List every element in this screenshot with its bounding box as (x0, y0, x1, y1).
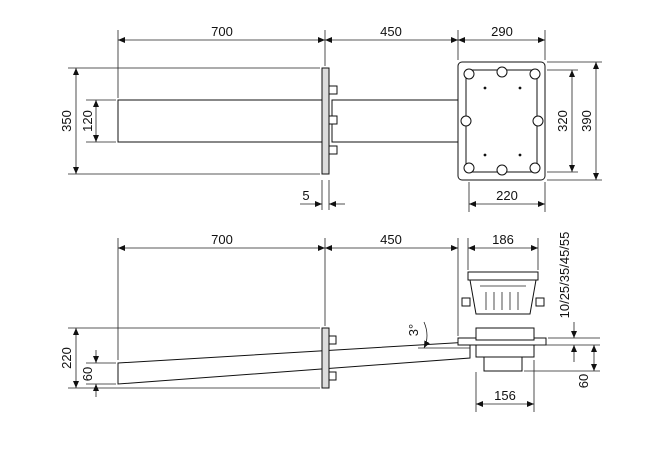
side-dim-angle: 3° (406, 324, 421, 336)
top-flange (321, 67, 330, 175)
top-dim-700: 700 (211, 24, 233, 39)
side-dim-60-right: 60 (576, 374, 591, 388)
top-dim-120: 120 (80, 110, 95, 132)
side-dim-60-left: 60 (80, 367, 95, 381)
side-drain-outlet (483, 356, 523, 372)
side-drain-body (475, 344, 535, 358)
side-flange (321, 327, 330, 389)
side-grating-detail (461, 271, 545, 315)
top-dim-5: 5 (302, 188, 309, 203)
side-dim-height-options: 10/25/35/45/55 (557, 232, 572, 319)
side-drain-top (475, 327, 535, 341)
top-view: 700 450 290 350 120 320 390 5 (59, 24, 602, 212)
side-dim-220: 220 (59, 347, 74, 369)
side-view: 700 450 186 10/25/35/45/55 60 3° 220 (59, 232, 600, 412)
side-dim-700: 700 (211, 232, 233, 247)
top-flange-bolts (328, 85, 338, 155)
top-pipe-extension (331, 99, 463, 143)
top-dim-220: 220 (496, 188, 518, 203)
side-dim-450: 450 (380, 232, 402, 247)
side-dim-156: 156 (494, 388, 516, 403)
top-dim-290: 290 (491, 24, 513, 39)
top-dim-350: 350 (59, 110, 74, 132)
side-pipe (117, 341, 471, 385)
top-dim-390: 390 (579, 110, 594, 132)
side-dim-186: 186 (492, 232, 514, 247)
top-pipe (117, 99, 326, 143)
top-drain-box-bolts (460, 66, 544, 176)
top-dim-450: 450 (380, 24, 402, 39)
top-dim-320: 320 (555, 110, 570, 132)
top-drain-box-inner (465, 69, 538, 173)
